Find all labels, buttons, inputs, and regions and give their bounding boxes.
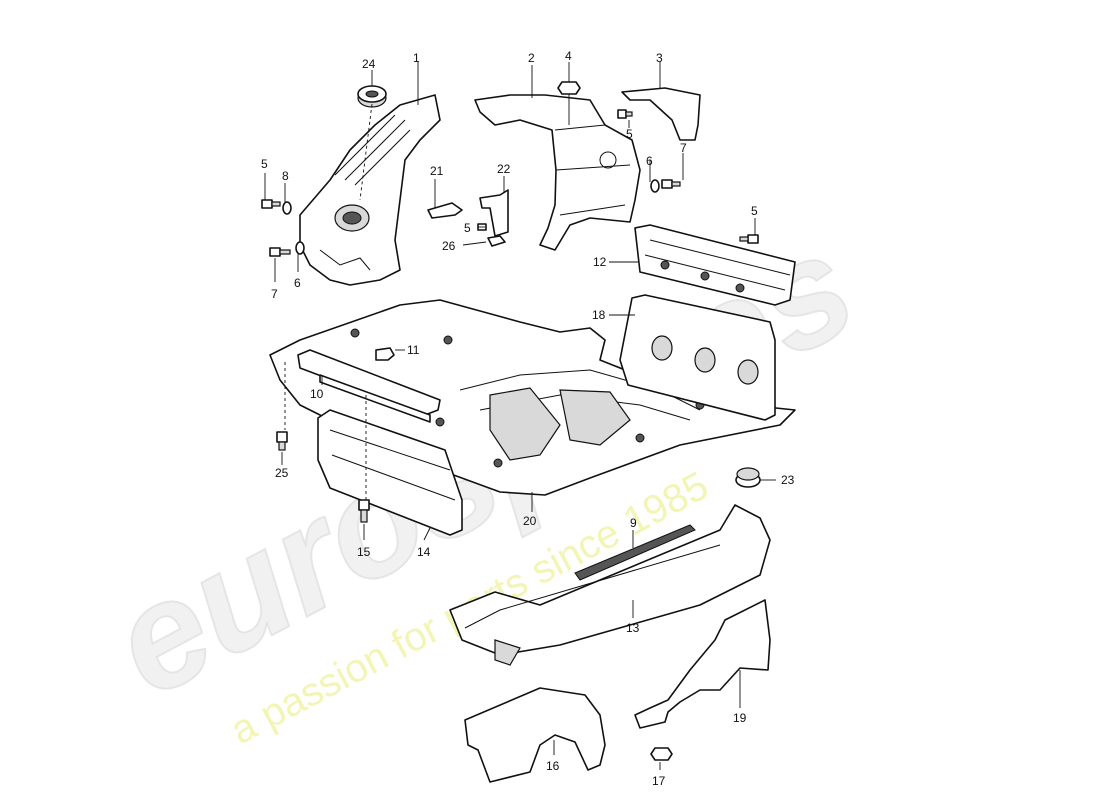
callout-25: 25 (275, 466, 289, 480)
callout-10: 10 (310, 387, 324, 401)
callout-22: 22 (497, 162, 511, 176)
part-5-bolt-left (261, 199, 281, 209)
callout-5-left: 5 (261, 157, 268, 171)
callout-12: 12 (593, 255, 607, 269)
callout-7-right: 7 (680, 141, 687, 155)
callout-5-bracket: 5 (464, 221, 471, 235)
part-10-crossmember (297, 349, 441, 423)
callout-18: 18 (592, 308, 606, 322)
callout-11: 11 (407, 343, 420, 357)
callout-20: 20 (523, 514, 537, 528)
part-23-plug (735, 467, 761, 488)
part-24-grommet (357, 85, 387, 108)
callout-6-right: 6 (646, 154, 653, 168)
part-12-cross-panel (634, 224, 796, 306)
callout-5-panel: 5 (751, 204, 758, 218)
callout-8: 8 (282, 169, 289, 183)
part-7-bolt-right (661, 179, 681, 189)
callout-23: 23 (781, 473, 795, 487)
part-3-right-bracket (621, 87, 701, 141)
callout-3: 3 (656, 51, 663, 65)
part-5-bolt-panel (739, 234, 759, 244)
part-6-washer-right (650, 179, 660, 193)
callout-15: 15 (357, 545, 371, 559)
callout-7-left: 7 (271, 287, 278, 301)
callouts: 1 24 2 4 3 5 7 6 5 8 21 22 5 26 5 12 7 6… (261, 49, 795, 788)
part-11-nut (375, 347, 395, 361)
callout-6-left: 6 (294, 276, 301, 290)
part-2-center-bulkhead (474, 94, 641, 251)
part-25-bolt (276, 431, 288, 451)
part-9-seal-strip (574, 524, 696, 581)
part-16-lower-liner (464, 687, 606, 783)
leader-lines (264, 62, 776, 770)
callout-24: 24 (362, 57, 376, 71)
part-17-nut (650, 747, 673, 761)
callout-26: 26 (442, 239, 456, 253)
part-7-bolt-left (269, 247, 291, 257)
callout-14: 14 (417, 545, 431, 559)
callout-1: 1 (413, 51, 420, 65)
callout-5-center: 5 (626, 127, 633, 141)
callout-2: 2 (528, 51, 535, 65)
part-13-front-tub (449, 504, 771, 666)
part-22-bracket (479, 189, 509, 237)
part-19-side-liner (634, 599, 771, 729)
part-1-left-wheelhouse-panel (299, 94, 441, 286)
callout-4: 4 (565, 49, 572, 63)
part-26-clip (487, 235, 506, 247)
callout-19: 19 (733, 711, 747, 725)
part-14-tunnel-panel (317, 409, 463, 536)
callout-13: 13 (626, 621, 640, 635)
callout-17: 17 (652, 774, 666, 788)
callout-16: 16 (546, 759, 560, 773)
callout-9: 9 (630, 516, 637, 530)
part-18-seat-panel (619, 294, 776, 421)
part-21-bracket (427, 202, 463, 219)
part-4-nut (557, 81, 581, 95)
callout-21: 21 (430, 164, 444, 178)
part-8-washer (282, 201, 292, 215)
part-5-bolt-center (617, 109, 633, 119)
part-15-bolt (358, 499, 370, 523)
part-6-washer-left (295, 241, 305, 255)
